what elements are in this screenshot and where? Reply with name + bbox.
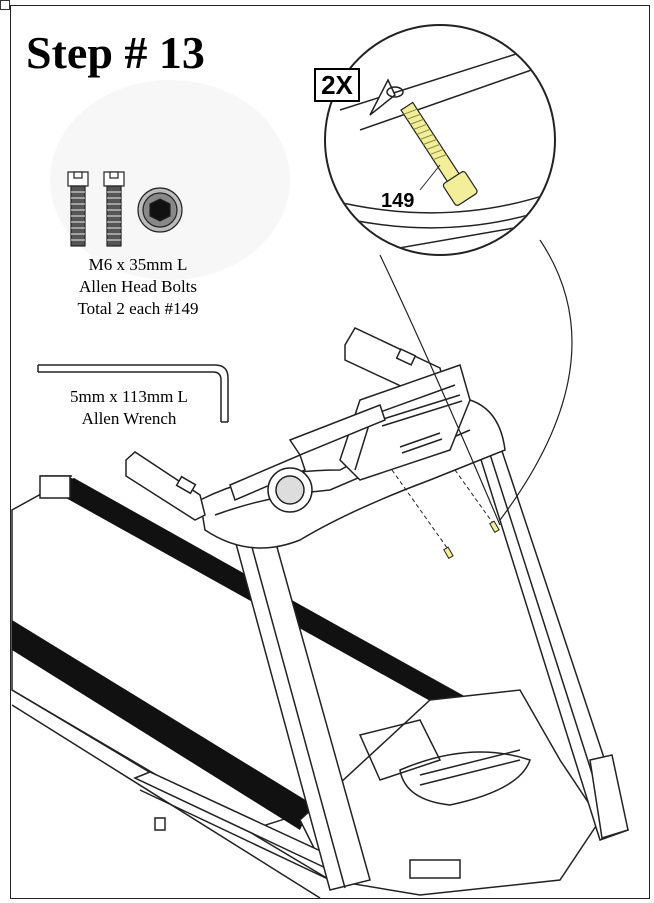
wrench-line-size: 5mm x 113mm L: [70, 387, 188, 406]
belt-stripe-bottom: [12, 620, 312, 830]
small-bolts: [443, 520, 500, 560]
wrench-description: 5mm x 113mm L Allen Wrench: [44, 386, 214, 430]
bolt-paths: [391, 469, 496, 553]
allen-wrench: [37, 364, 229, 423]
deck-end-cap: [39, 475, 71, 499]
bolt-head-top-view: [137, 187, 183, 233]
bolt-line-size: M6 x 35mm L: [88, 255, 188, 274]
bolt-line-count: Total 2 each #149: [77, 299, 199, 318]
bolt-description: M6 x 35mm L Allen Head Bolts Total 2 eac…: [38, 254, 238, 320]
magnified-callout: [324, 24, 556, 256]
part-leader: [419, 164, 441, 191]
step-title: Step # 13: [26, 27, 205, 78]
callout-bolt: [400, 101, 478, 206]
callout-leader: [379, 239, 573, 526]
console-display: [229, 364, 471, 513]
page-frame: [10, 5, 650, 899]
uprights: [234, 444, 629, 891]
part-number-label: 149: [381, 190, 415, 212]
left-handlebar: [125, 451, 206, 521]
bolt-line-type: Allen Head Bolts: [78, 277, 198, 296]
hardware-bolt-2: [103, 171, 125, 247]
corner-marker: [0, 0, 10, 10]
quantity-badge: 2X: [314, 68, 360, 102]
wrench-line-type: Allen Wrench: [81, 409, 177, 428]
motor-hood: [299, 689, 601, 896]
hardware-bolt-1: [67, 171, 89, 247]
